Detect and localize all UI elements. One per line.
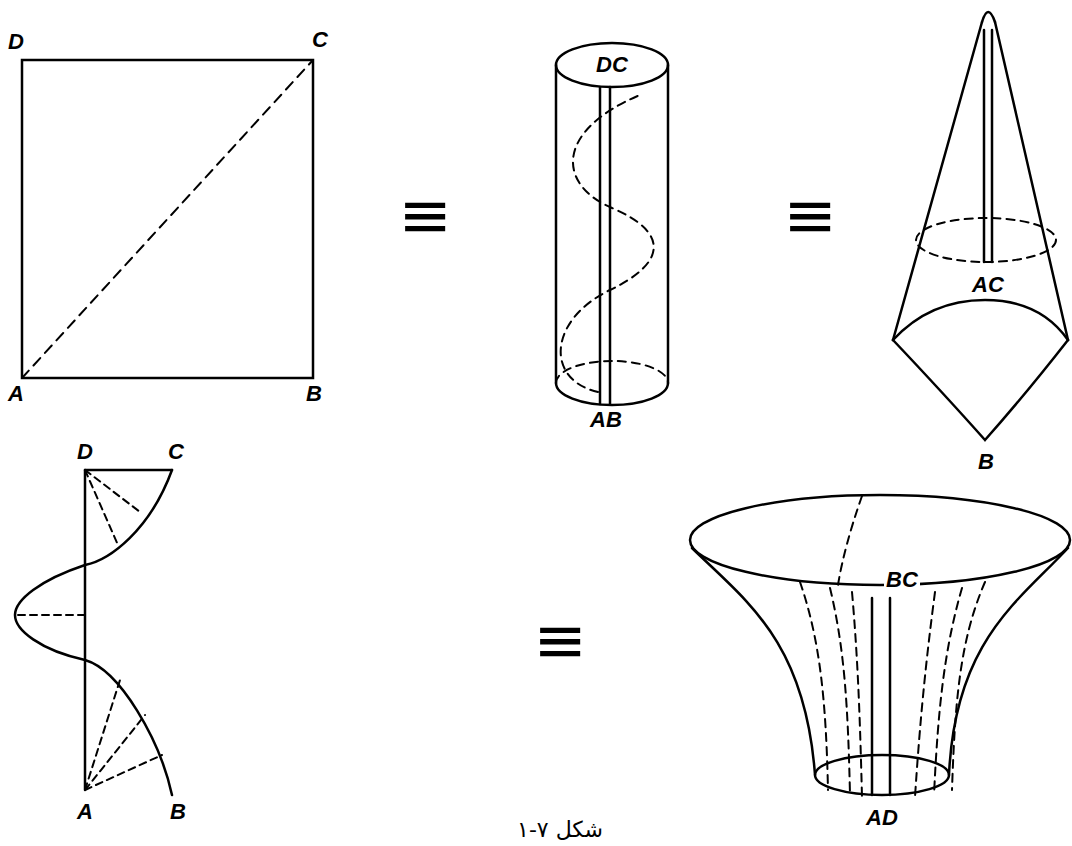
figure-caption: شکل ۷-۱ — [515, 818, 605, 842]
flared-surface — [690, 495, 1070, 797]
vertex-label: A — [75, 800, 95, 824]
vertex-label: AC — [970, 273, 1006, 297]
square — [22, 60, 313, 378]
helicoid-strip — [15, 470, 172, 795]
equivalence-sign: ≡ — [781, 180, 839, 250]
vertex-label: D — [75, 440, 95, 464]
diagonal — [22, 60, 313, 378]
vertex-label: AB — [588, 408, 624, 432]
cylinder — [556, 43, 668, 405]
cone — [893, 12, 1068, 440]
equivalence-sign: ≡ — [396, 180, 454, 250]
vertex-label: C — [310, 28, 330, 52]
vertex-label: C — [166, 440, 186, 464]
vertex-label: DC — [594, 53, 630, 77]
vertex-label: D — [6, 30, 26, 54]
vertex-label: AD — [864, 806, 900, 830]
vertex-label: B — [976, 450, 996, 474]
vertex-label: A — [6, 382, 26, 406]
equivalence-sign: ≡ — [531, 605, 589, 675]
vertex-label: B — [168, 800, 188, 824]
vertex-label: BC — [884, 568, 920, 592]
vertex-label: B — [304, 382, 324, 406]
